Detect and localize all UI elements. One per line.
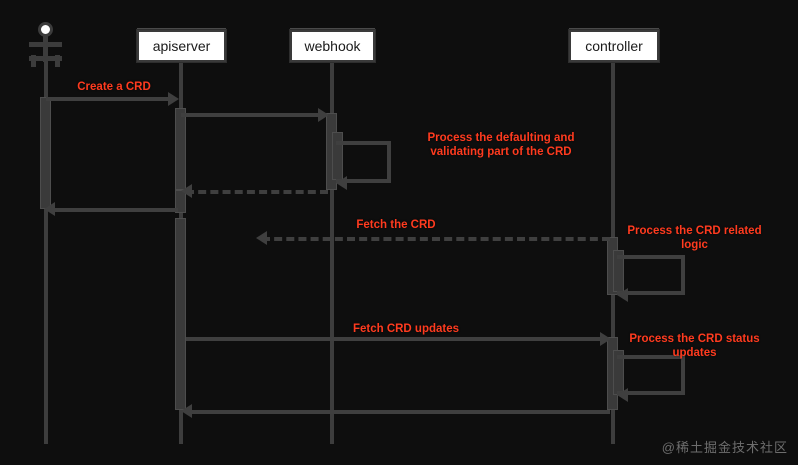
- message-line-fetch-crd-updates: [186, 337, 606, 341]
- activation-apiserver-1: [175, 108, 186, 190]
- message-arrow-controller-to-apiserver: [181, 404, 192, 418]
- lifeline-webhook: [330, 62, 334, 444]
- message-arrow-fetch-crd-updates: [600, 332, 611, 346]
- message-line-controller-to-apiserver: [186, 410, 610, 414]
- actor-body-icon: [43, 36, 48, 62]
- participant-label-controller: controller: [585, 38, 643, 54]
- actor-legs-icon: [29, 56, 62, 61]
- participant-controller[interactable]: controller: [569, 30, 659, 62]
- message-arrow-apiserver-to-webhook: [318, 108, 329, 122]
- message-line-apiserver-to-webhook: [181, 113, 321, 117]
- message-label-defaulting-validating: Process the defaulting and validating pa…: [427, 132, 575, 158]
- actor-leg-left-icon: [31, 55, 36, 67]
- message-line-webhook-return: [186, 190, 328, 194]
- message-label-fetch-crd-updates: Fetch CRD updates: [352, 323, 460, 335]
- selfloop-arrow-controller-crd-status-updates: [617, 388, 628, 402]
- selfloop-webhook-defaulting-validating: [336, 141, 391, 183]
- lifeline-user: [44, 62, 48, 444]
- message-label-create-crd: Create a CRD: [77, 81, 151, 93]
- activation-apiserver-3: [175, 218, 186, 410]
- message-label-crd-related-logic: Process the CRD related logic: [627, 225, 762, 251]
- selfloop-arrow-controller-crd-logic: [617, 288, 628, 302]
- participant-webhook[interactable]: webhook: [290, 30, 375, 62]
- message-label-fetch-the-crd: Fetch the CRD: [356, 219, 436, 231]
- message-label-crd-status-updates: Process the CRD status updates: [629, 333, 760, 359]
- selfloop-controller-crd-status-updates: [617, 355, 685, 395]
- participant-apiserver[interactable]: apiserver: [137, 30, 226, 62]
- message-arrow-apiserver-to-user: [44, 202, 55, 216]
- actor-head-icon: [38, 22, 53, 37]
- actor-leg-right-icon: [55, 55, 60, 67]
- message-arrow-fetch-the-crd: [256, 231, 267, 245]
- activation-apiserver-2: [175, 190, 186, 213]
- selfloop-controller-crd-logic: [617, 255, 685, 295]
- participant-label-apiserver: apiserver: [152, 38, 211, 54]
- message-arrow-webhook-return: [181, 184, 192, 198]
- watermark: @稀土掘金技术社区: [661, 440, 788, 455]
- participant-label-webhook: webhook: [304, 38, 361, 54]
- message-line-apiserver-to-user: [52, 208, 178, 212]
- activation-user-1: [40, 97, 51, 209]
- message-arrow-create-crd: [168, 92, 179, 106]
- message-line-create-crd: [46, 97, 172, 101]
- selfloop-arrow-webhook-defaulting-validating: [336, 176, 347, 190]
- message-line-fetch-the-crd: [262, 237, 610, 241]
